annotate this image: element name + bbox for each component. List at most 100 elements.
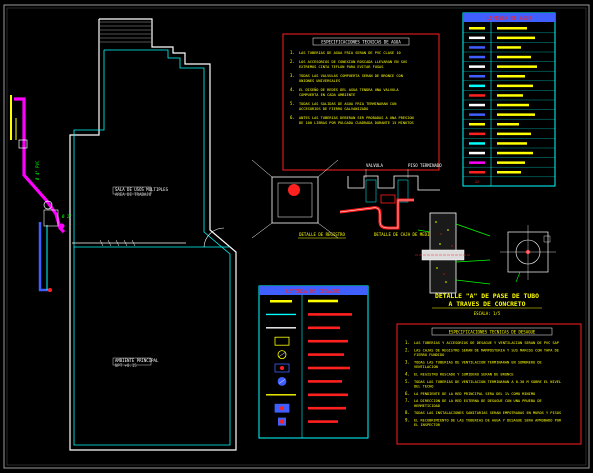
water-legend-desc-bar xyxy=(497,65,537,68)
water-legend-symbol xyxy=(469,55,485,59)
registro-caption: DETALLE DE REGISTRO xyxy=(299,232,345,237)
drain-spec-text: FIERRO FUNDIDO xyxy=(414,353,444,357)
drain-spec-text: TODAS LAS TUBERIAS DE VENTILACION TERMIN… xyxy=(414,360,542,364)
plan-inner-wall xyxy=(73,49,231,446)
water-legend-title: LEYENDA DE AGUA xyxy=(486,16,531,22)
water-spec-text: COMPUERTA EN CADA AMBIENTE xyxy=(299,93,355,97)
water-legend-symbol xyxy=(469,27,485,30)
water-legend-desc-bar xyxy=(497,103,529,107)
magenta-drain xyxy=(14,97,66,234)
drain-legend-symbol xyxy=(274,336,290,346)
water-legend-desc-bar xyxy=(497,27,527,30)
water-specs-panel: ESPECIFICACIONES TECNICAS DE AGUA 1.LAS … xyxy=(282,33,440,171)
drain-spec-text: LA DIRECCION DE LA RED EXTERNA DE DESAGU… xyxy=(414,399,542,403)
drain-legend-symbol xyxy=(277,350,287,360)
water-specs-title: ESPECIFICACIONES TECNICAS DE AGUA xyxy=(321,40,401,45)
drain-spec-num: 3. xyxy=(405,359,410,364)
pipe-network: Ø 4" PVC Ø 2" xyxy=(10,95,72,292)
plan-outer-wall xyxy=(69,18,237,451)
drawing-frame-inner xyxy=(6,7,587,466)
meter-pipe-outline xyxy=(339,199,414,229)
drain-spec-num: 6. xyxy=(405,391,410,396)
drain-legend-desc-bar xyxy=(308,299,338,303)
water-spec-text: LAS TUBERIAS DE AGUA FRIA SERAN DE PVC C… xyxy=(299,51,401,55)
detail-concrete-pass: DETALLE "A" DE PASE DE TUBO A TRAVES DE … xyxy=(415,212,556,316)
floor-plan: SALA DE USOS MULTIPLES AREA DE TRABAJO A… xyxy=(69,18,237,451)
water-specs-list: 1.LAS TUBERIAS DE AGUA FRIA SERAN DE PVC… xyxy=(290,50,414,125)
divider-hatch xyxy=(99,239,136,247)
drain-legend-rows xyxy=(266,299,352,426)
water-legend-symbol xyxy=(469,123,485,126)
water-legend-desc-bar xyxy=(497,46,521,49)
valve-dot xyxy=(59,223,65,229)
drain-spec-num: 8. xyxy=(405,410,410,415)
drain-legend-symbol-slash xyxy=(278,379,286,384)
drain-legend-symbol-dot xyxy=(280,406,284,411)
drain-spec-text: DEL TECHO xyxy=(414,384,433,388)
water-legend-desc-bar xyxy=(497,75,525,78)
water-spec-text: EXTREMOS CINTA TEFLON PARA EVITAR FUGAS xyxy=(299,65,383,69)
water-legend-desc-bar xyxy=(497,123,519,126)
water-spec-text: DE 100 LIBRAS POR PULGADA CUADRADA DURAN… xyxy=(299,121,414,125)
water-legend-symbol xyxy=(469,103,485,107)
drain-fitting xyxy=(43,200,53,210)
drain-legend-symbol-dot xyxy=(280,366,284,370)
drain-spec-num: 4. xyxy=(405,371,410,376)
water-legend-rows: 12 xyxy=(463,27,555,184)
meter-box-walls xyxy=(347,175,440,191)
registro-diag-4 xyxy=(251,222,273,239)
water-legend-symbol xyxy=(469,171,485,174)
water-spec-text: LOS ACCESORIOS DE CONEXION ROSCADA LLEVA… xyxy=(299,60,407,64)
drain-legend-desc-bar xyxy=(308,420,338,423)
registro-box xyxy=(271,176,319,224)
water-spec-text: ACCESORIOS DE FIERRO GALVANIZADO xyxy=(299,107,368,111)
room-tag-2 xyxy=(112,357,152,366)
meter-caption: DETALLE DE CAJA DE MEDIDOR xyxy=(374,232,437,237)
concrete-subtitle: A TRAVES DE CONCRETO xyxy=(449,300,526,308)
meter-box-hatch-right xyxy=(397,179,409,203)
room-tag-1 xyxy=(112,186,152,195)
water-legend-desc-bar xyxy=(497,132,531,136)
drain-specs-border xyxy=(396,323,582,445)
blue-water-line xyxy=(38,222,52,292)
water-legend-desc-bar xyxy=(497,36,535,40)
room-label-sub2: NPT +0.15 xyxy=(115,363,137,368)
water-legend-symbol xyxy=(469,132,485,136)
water-spec-num: 6. xyxy=(290,115,295,120)
water-legend-symbol xyxy=(469,161,485,164)
water-legend-desc-bar xyxy=(497,142,527,145)
pipe-annotation-2: Ø 2" xyxy=(62,214,72,219)
water-legend-symbol xyxy=(469,65,485,68)
registro-diag-2 xyxy=(317,222,339,239)
drain-legend-desc-bar xyxy=(308,406,346,410)
water-legend-symbol xyxy=(469,142,485,145)
drain-specs-title-box xyxy=(431,327,553,336)
concrete-scale: ESCALA: 1/5 xyxy=(474,311,501,316)
detail-registro: DETALLE DE REGISTRO xyxy=(251,159,346,239)
meter-red-dot xyxy=(48,288,52,292)
drain-specs-list: 1.LAS TUBERIAS Y ACCESORIOS DE DESAGUE Y… xyxy=(405,340,562,427)
drain-specs-panel: ESPECIFICACIONES TECNICAS DE DESAGUE 1.L… xyxy=(396,323,582,445)
drain-spec-num: 5. xyxy=(405,379,410,384)
drain-spec-text: TODAS LAS TUBERIAS DE VENTILACION TERMIN… xyxy=(414,380,561,384)
meter-valve-block xyxy=(380,194,396,204)
drain-legend-desc-bar xyxy=(308,353,344,356)
drain-spec-text: LAS TUBERIAS Y ACCESORIOS DE DESAGUE Y V… xyxy=(414,341,559,345)
room-label-main2: AMBIENTE PRINCIPAL xyxy=(115,358,159,363)
drain-spec-text: EL REGISTRO ROSCADO Y SUMIDERO SERAN DE … xyxy=(414,372,514,376)
room-label-sub: AREA DE TRABAJO xyxy=(115,192,152,197)
concrete-plan-leader xyxy=(515,271,521,283)
drain-spec-text: TODAS LAS INSTALACIONES SANITARIAS SERAN… xyxy=(414,411,561,415)
door-swing xyxy=(203,227,225,248)
water-legend-symbol xyxy=(469,113,485,116)
water-legend-desc-bar xyxy=(497,171,521,174)
water-legend-symbol xyxy=(469,151,485,155)
meter-box-hatch-left xyxy=(365,179,377,203)
water-spec-text: UNIONES UNIVERSALES xyxy=(299,79,340,83)
drain-legend-symbol-dot xyxy=(279,419,285,424)
concrete-plan-tag xyxy=(543,235,551,243)
water-legend-desc-bar xyxy=(497,161,525,164)
concrete-title: DETALLE "A" DE PASE DE TUBO xyxy=(435,292,539,300)
drain-legend-desc-bar xyxy=(308,326,340,330)
